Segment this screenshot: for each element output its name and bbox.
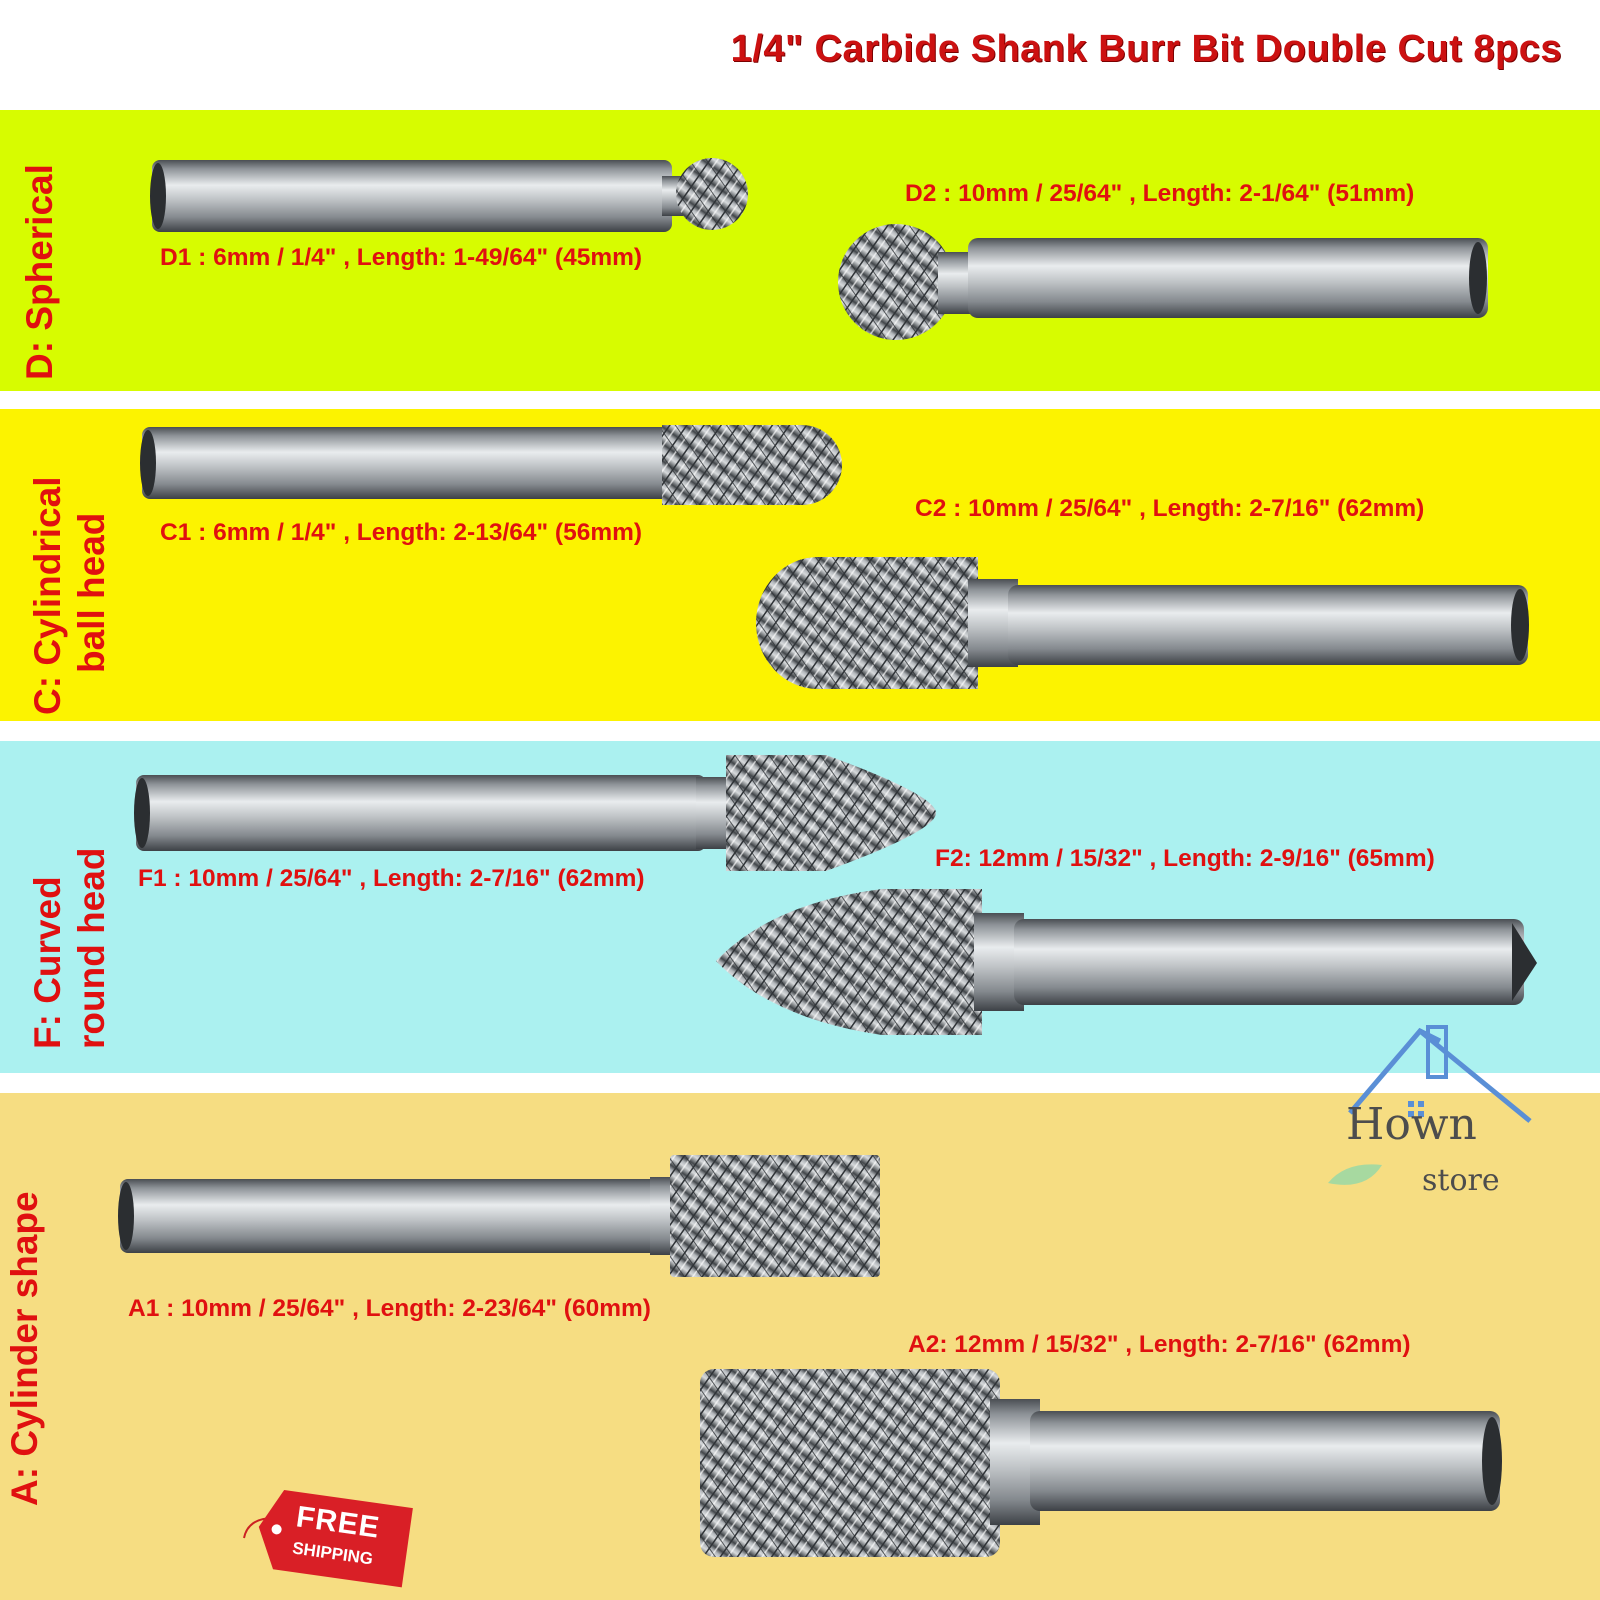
spec-a1: A1 : 10mm / 25/64" , Length: 2-23/64" (6… <box>128 1295 651 1322</box>
spec-c1: C1 : 6mm / 1/4" , Length: 2-13/64" (56mm… <box>160 519 643 546</box>
section-label-curved: F: Curved round head <box>26 789 114 1049</box>
spec-a2: A2: 12mm / 15/32" , Length: 2-7/16" (62m… <box>908 1331 1411 1358</box>
section-label-line2: round head <box>71 847 112 1049</box>
section-label-line1: C: Cylindrical <box>27 476 68 716</box>
burr-bit-d2 <box>838 224 1488 340</box>
spec-d2: D2 : 10mm / 25/64" , Length: 2-1/64" (51… <box>905 180 1415 207</box>
spec-c2: C2 : 10mm / 25/64" , Length: 2-7/16" (62… <box>915 495 1425 522</box>
price-tag-icon <box>243 1490 413 1588</box>
spec-d1: D1 : 6mm / 1/4" , Length: 1-49/64" (45mm… <box>160 244 643 271</box>
house-roof-icon <box>1348 1025 1532 1123</box>
section-label-cylinder: A: Cylinder shape <box>3 1176 47 1506</box>
logo-brand-text: Hown <box>1346 1099 1477 1150</box>
section-label-line1: F: Curved <box>27 876 68 1049</box>
section-label-line2: ball head <box>71 512 112 673</box>
section-curved-round-head: F: Curved round head F1 : 10mm / 25/64" … <box>0 741 1600 1073</box>
spec-f2: F2: 12mm / 15/32" , Length: 2-9/16" (65m… <box>935 845 1435 872</box>
burr-bit-c2 <box>756 557 1529 689</box>
burr-bit-f2 <box>716 889 1537 1035</box>
section-cylindrical-ball-head: C: Cylindrical ball head C1 : 6mm / 1/4"… <box>0 409 1600 721</box>
store-logo: Hown store <box>1328 1013 1540 1203</box>
burr-bit-c1 <box>140 425 842 505</box>
section-label-cylindrical: C: Cylindrical ball head <box>26 415 114 716</box>
burr-bit-a2 <box>700 1369 1502 1557</box>
burr-bit-a1 <box>118 1155 880 1277</box>
section-label-spherical: D: Spherical <box>18 120 62 380</box>
spec-f1: F1 : 10mm / 25/64" , Length: 2-7/16" (62… <box>138 865 645 892</box>
section-label-line1: D: Spherical <box>19 164 60 380</box>
section-label-line1: A: Cylinder shape <box>4 1191 45 1506</box>
page-title: 1/4" Carbide Shank Burr Bit Double Cut 8… <box>730 28 1562 70</box>
leaf-icon <box>1328 1164 1382 1185</box>
section-spherical: D: Spherical D1 : 6mm / 1/4" , Length: 1… <box>0 110 1600 391</box>
free-shipping-badge: FREE SHIPPING <box>238 1488 418 1588</box>
logo-sub-text: store <box>1422 1163 1500 1198</box>
burr-bit-d1 <box>150 158 748 232</box>
burr-bit-f1 <box>134 755 936 871</box>
